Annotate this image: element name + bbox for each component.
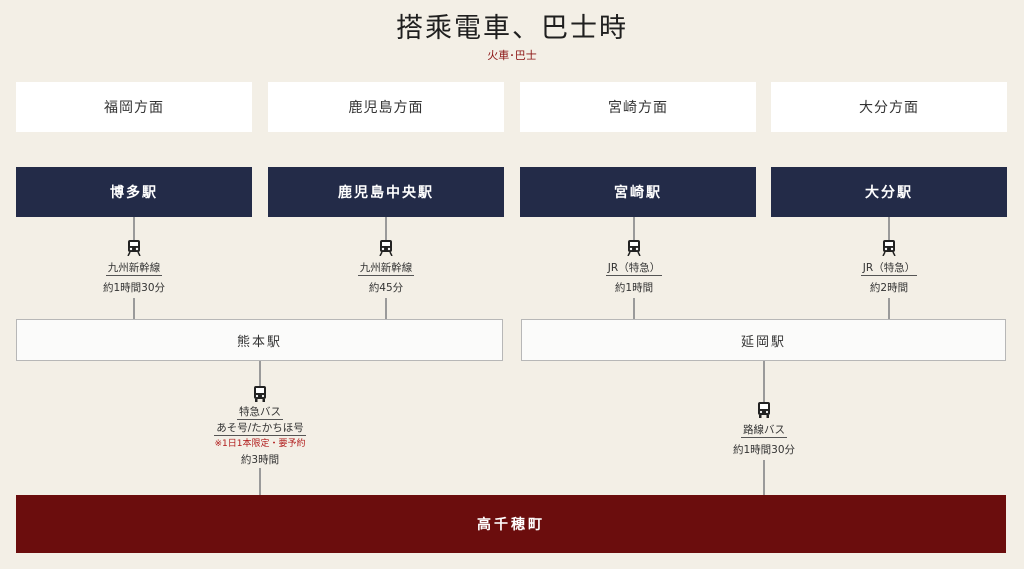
station-miyazaki: 宮崎駅: [520, 167, 756, 217]
route-name-2: あそ号/たかちほ号: [214, 422, 306, 436]
route-time: 約2時間: [869, 282, 909, 294]
route-name: JR（特急）: [605, 262, 663, 276]
route-name: 九州新幹線: [357, 262, 415, 276]
route-kumamoto-takachiho: 特急バス あそ号/たかちほ号 ※1日1本限定・要予約 約3時間: [180, 386, 340, 468]
train-icon: [882, 240, 896, 256]
bus-icon: [254, 386, 266, 402]
direction-miyazaki: 宮崎方面: [520, 82, 756, 132]
destination-takachiho: 高千穂町: [16, 495, 1006, 553]
train-icon: [627, 240, 641, 256]
route-oita-nobeoka: JR（特急） 約2時間: [809, 240, 969, 298]
route-time: 約1時間30分: [732, 444, 796, 456]
route-time: 約45分: [368, 282, 404, 294]
route-miyazaki-nobeoka: JR（特急） 約1時間: [554, 240, 714, 298]
direction-fukuoka: 福岡方面: [16, 82, 252, 132]
train-icon: [127, 240, 141, 256]
route-name: JR（特急）: [860, 262, 918, 276]
route-time: 約3時間: [240, 454, 280, 466]
hub-kumamoto: 熊本駅: [16, 319, 503, 361]
station-oita: 大分駅: [771, 167, 1007, 217]
direction-kagoshima: 鹿児島方面: [268, 82, 504, 132]
route-hakata-kumamoto: 九州新幹線 約1時間30分: [54, 240, 214, 298]
route-kagoshima-kumamoto: 九州新幹線 約45分: [306, 240, 466, 298]
route-nobeoka-takachiho: 路線バス 約1時間30分: [684, 402, 844, 460]
direction-oita: 大分方面: [771, 82, 1007, 132]
train-icon: [379, 240, 393, 256]
route-time: 約1時間: [614, 282, 654, 294]
route-time: 約1時間30分: [102, 282, 166, 294]
route-name: 九州新幹線: [105, 262, 163, 276]
station-kagoshima-chuo: 鹿児島中央駅: [268, 167, 504, 217]
hub-nobeoka: 延岡駅: [521, 319, 1006, 361]
page-subtitle: 火車･巴士: [487, 49, 537, 62]
station-hakata: 博多駅: [16, 167, 252, 217]
route-note: ※1日1本限定・要予約: [214, 439, 306, 449]
page-title: 搭乘電車、巴士時: [396, 13, 628, 44]
bus-icon: [758, 402, 770, 418]
route-name: 路線バス: [741, 424, 787, 438]
route-name: 特急バス: [237, 406, 283, 420]
